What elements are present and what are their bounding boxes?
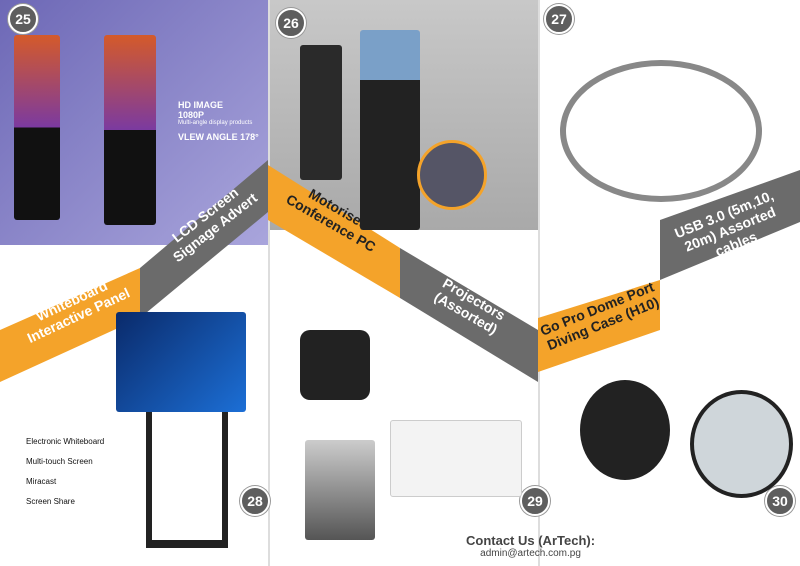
gopro-band xyxy=(538,280,660,372)
usb-cable-image xyxy=(560,60,762,202)
whiteboard-panel-image xyxy=(116,312,246,412)
projector-image xyxy=(305,440,375,540)
feature-item: Multi-touch Screen xyxy=(26,457,93,466)
feature-item: Miracast xyxy=(26,477,57,486)
contact-heading: Contact Us (ArTech): xyxy=(466,533,596,548)
gopro-dome-image xyxy=(690,390,793,498)
section-number: 28 xyxy=(240,486,270,516)
conference-room-image xyxy=(417,140,487,210)
spec-line: 1080P xyxy=(178,110,205,120)
gopro-dome-image xyxy=(580,380,670,480)
contact-block: Contact Us (ArTech): admin@artech.com.pg xyxy=(466,533,595,559)
section-number: 25 xyxy=(8,4,38,34)
feature-item: Electronic Whiteboard xyxy=(26,437,105,446)
conference-band xyxy=(268,165,400,298)
projectors-band xyxy=(400,248,538,382)
usb-band xyxy=(660,170,800,280)
section-number: 26 xyxy=(276,8,306,38)
signage-kiosk-image xyxy=(14,35,60,220)
spec-line: HD IMAGE xyxy=(178,100,223,110)
projector-image xyxy=(300,330,370,400)
spec-line: Multi-angle display products xyxy=(178,120,253,126)
whiteboard-features: Electronic Whiteboard Multi-touch Screen… xyxy=(26,435,104,509)
signage-kiosk-image xyxy=(104,35,156,225)
conference-pc-image xyxy=(300,45,342,180)
whiteboard-stand-image xyxy=(146,412,228,548)
signage-band xyxy=(140,160,268,318)
feature-item: Screen Share xyxy=(26,497,75,506)
projector-image xyxy=(390,420,522,497)
column-divider xyxy=(268,0,270,566)
section-number: 29 xyxy=(520,486,550,516)
conference-pc-image xyxy=(360,30,420,230)
spec-line: VLEW ANGLE 178° xyxy=(178,132,259,142)
whiteboard-band xyxy=(0,268,140,382)
section-number: 27 xyxy=(544,4,574,34)
contact-email[interactable]: admin@artech.com.pg xyxy=(480,548,581,559)
column-divider xyxy=(538,0,540,566)
section-number: 30 xyxy=(765,486,795,516)
signage-specs: HD IMAGE 1080P Multi-angle display produ… xyxy=(178,100,259,142)
